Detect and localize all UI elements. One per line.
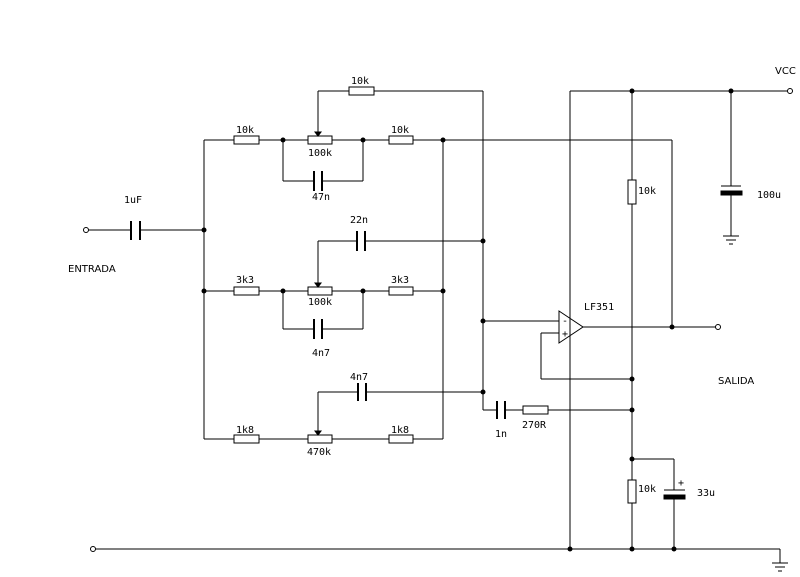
- label-10k-bias-top: 10k: [638, 186, 656, 197]
- resistor-10k-bias-top: [627, 179, 637, 205]
- label-1k8-right: 1k8: [391, 425, 409, 436]
- label-270r: 270R: [522, 420, 547, 431]
- label-10k-top-left: 10k: [236, 125, 254, 136]
- capacitor-4n7-bottom: [357, 383, 367, 401]
- potentiometer-100k-mid: [307, 282, 333, 296]
- label-1n: 1n: [495, 429, 507, 440]
- label-pot-470k: 470k: [307, 447, 331, 458]
- ground-terminal: [90, 546, 96, 552]
- output-terminal: [715, 324, 721, 330]
- capacitor-22n: [356, 231, 366, 251]
- label-3k3-left: 3k3: [236, 275, 254, 286]
- label-10k-feedback: 10k: [351, 76, 369, 87]
- capacitor-47n: [313, 171, 323, 191]
- junction-dots: [201, 88, 734, 552]
- label-entrada: ENTRADA: [68, 264, 116, 275]
- resistor-1k8-left: [233, 434, 260, 444]
- label-10k-bias-bottom: 10k: [638, 484, 656, 495]
- resistor-10k-top-right: [388, 135, 414, 145]
- label-3k3-right: 3k3: [391, 275, 409, 286]
- label-lf351: LF351: [584, 302, 614, 313]
- opamp-plus-label: +: [562, 329, 568, 340]
- capacitor-33u: [663, 489, 686, 500]
- resistor-1k8-right: [388, 434, 414, 444]
- opamp-minus-label: -: [562, 316, 568, 327]
- capacitor-100u: [720, 185, 743, 196]
- potentiometer-100k-top: [307, 131, 333, 145]
- label-4n7-mid: 4n7: [312, 348, 330, 359]
- label-22n: 22n: [350, 215, 368, 226]
- label-4n7-bottom: 4n7: [350, 372, 368, 383]
- wires: [88, 90, 788, 563]
- potentiometer-470k-bottom: [307, 430, 333, 444]
- label-salida: SALIDA: [718, 376, 754, 387]
- resistor-270r: [522, 405, 549, 415]
- resistor-10k-feedback: [348, 86, 375, 96]
- label-47n: 47n: [312, 192, 330, 203]
- label-33u: 33u: [697, 488, 715, 499]
- label-vcc: VCC: [775, 66, 796, 77]
- label-33u-plus: +: [678, 478, 684, 489]
- input-terminal: [83, 227, 89, 233]
- vcc-terminal: [787, 88, 793, 94]
- opamp-lf351: - +: [558, 310, 584, 344]
- resistor-10k-bias-bottom: [627, 479, 637, 504]
- resistor-3k3-right: [388, 286, 414, 296]
- resistor-10k-top-left: [233, 135, 260, 145]
- capacitor-1uf: [130, 221, 141, 240]
- label-pot-100k-top: 100k: [308, 148, 332, 159]
- label-pot-100k-mid: 100k: [308, 297, 332, 308]
- capacitor-1n: [496, 401, 506, 419]
- label-1k8-left: 1k8: [236, 425, 254, 436]
- capacitor-4n7-mid: [313, 319, 323, 339]
- ground-icon-main: [772, 562, 788, 572]
- label-1uf: 1uF: [124, 195, 142, 206]
- label-100u: 100u: [757, 190, 781, 201]
- ground-icon-supply: [723, 235, 739, 245]
- resistor-3k3-left: [233, 286, 260, 296]
- label-10k-top-right: 10k: [391, 125, 409, 136]
